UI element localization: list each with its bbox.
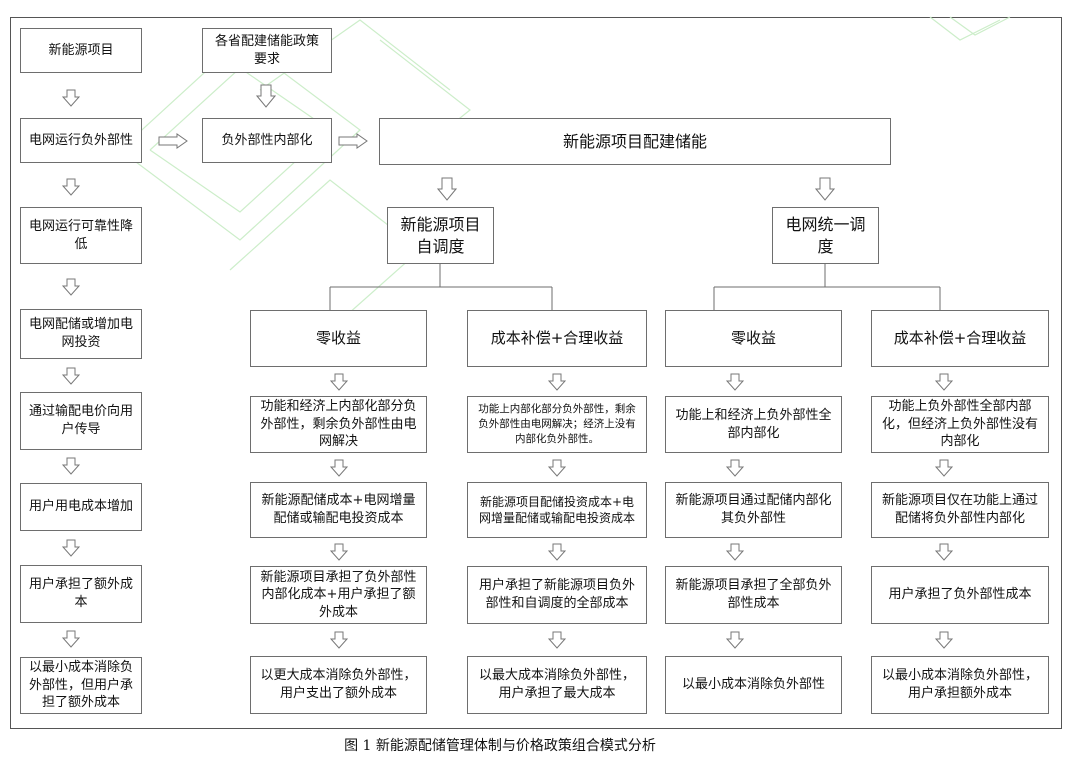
figure-title: 新能源配储管理体制与价格政策组合模式分析 (375, 738, 656, 754)
case-3-step-4: 以最小成本消除负外部性 (665, 656, 842, 714)
case-1-step-1: 功能和经济上内部化部分负外部性，剩余负外部性由电网解决 (250, 396, 427, 453)
case-2-step-2: 新能源项目配储投资成本+电网增量配储或输配电投资成本 (467, 482, 647, 538)
right-arrow-icon (338, 133, 368, 149)
left-step-1: 新能源项目 (20, 28, 142, 73)
down-arrow-icon (935, 631, 953, 649)
case-4-step-1: 功能上负外部性全部内部化，但经济上负外部性没有内部化 (871, 396, 1049, 453)
left-step-8: 以最小成本消除负外部性，但用户承担了额外成本 (20, 657, 142, 714)
down-arrow-icon (62, 457, 80, 475)
case-4-step-3: 用户承担了负外部性成本 (871, 566, 1049, 624)
figure-number: 图 1 (344, 738, 372, 754)
branch-grid-dispatch: 电网统一调度 (772, 207, 879, 264)
down-arrow-icon (330, 631, 348, 649)
down-arrow-icon (437, 177, 457, 201)
down-arrow-icon (935, 459, 953, 477)
down-arrow-icon (330, 543, 348, 561)
down-arrow-icon (256, 84, 276, 108)
down-arrow-icon (815, 177, 835, 201)
figure-caption: 图 1 新能源配储管理体制与价格政策组合模式分析 (0, 735, 1000, 755)
left-step-4: 电网配储或增加电网投资 (20, 309, 142, 359)
right-arrow-icon (158, 133, 188, 149)
left-step-7: 用户承担了额外成本 (20, 565, 142, 623)
down-arrow-icon (726, 631, 744, 649)
down-arrow-icon (935, 373, 953, 391)
left-step-5: 通过输配电价向用户传导 (20, 392, 142, 450)
policy-requirement-box: 各省配建储能政策要求 (202, 28, 332, 73)
case-1-step-2: 新能源配储成本+电网增量配储或输配电投资成本 (250, 482, 427, 538)
internalization-box: 负外部性内部化 (202, 118, 332, 163)
down-arrow-icon (62, 178, 80, 196)
case-2-step-4: 以最大成本消除负外部性，用户承担了最大成本 (467, 656, 647, 714)
down-arrow-icon (62, 630, 80, 648)
down-arrow-icon (548, 373, 566, 391)
branch-lines (329, 264, 941, 310)
left-step-6: 用户用电成本增加 (20, 483, 142, 531)
case-3-step-1: 功能上和经济上负外部性全部内部化 (665, 396, 842, 453)
down-arrow-icon (62, 539, 80, 557)
case-4-step-4: 以最小成本消除负外部性，用户承担额外成本 (871, 656, 1049, 714)
down-arrow-icon (726, 543, 744, 561)
case-4-title: 成本补偿+合理收益 (871, 310, 1049, 367)
case-2-step-3: 用户承担了新能源项目负外部性和自调度的全部成本 (467, 566, 647, 624)
case-3-step-2: 新能源项目通过配储内部化其负外部性 (665, 482, 842, 538)
down-arrow-icon (726, 459, 744, 477)
diagram-frame (10, 17, 1062, 729)
case-2-title: 成本补偿+合理收益 (467, 310, 647, 367)
left-step-3: 电网运行可靠性降低 (20, 207, 142, 264)
down-arrow-icon (548, 543, 566, 561)
case-1-step-4: 以更大成本消除负外部性，用户支出了额外成本 (250, 656, 427, 714)
left-step-2: 电网运行负外部性 (20, 118, 142, 163)
down-arrow-icon (62, 89, 80, 107)
case-1-step-3: 新能源项目承担了负外部性内部化成本+用户承担了额外成本 (250, 566, 427, 624)
case-1-title: 零收益 (250, 310, 427, 367)
case-3-title: 零收益 (665, 310, 842, 367)
down-arrow-icon (548, 459, 566, 477)
down-arrow-icon (935, 543, 953, 561)
down-arrow-icon (330, 373, 348, 391)
case-4-step-2: 新能源项目仅在功能上通过配储将负外部性内部化 (871, 482, 1049, 538)
down-arrow-icon (330, 459, 348, 477)
down-arrow-icon (726, 373, 744, 391)
case-2-step-1: 功能上内部化部分负外部性，剩余负外部性由电网解决；经济上没有内部化负外部性。 (467, 396, 647, 453)
down-arrow-icon (548, 631, 566, 649)
down-arrow-icon (62, 278, 80, 296)
main-storage-box: 新能源项目配建储能 (379, 118, 891, 165)
branch-self-dispatch: 新能源项目自调度 (387, 207, 494, 264)
down-arrow-icon (62, 367, 80, 385)
case-3-step-3: 新能源项目承担了全部负外部性成本 (665, 566, 842, 624)
